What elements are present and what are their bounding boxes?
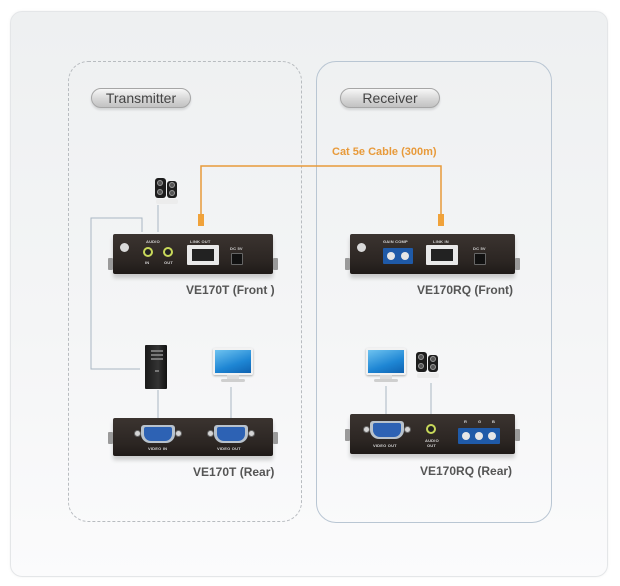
lan-port-label: LINK OUT — [190, 239, 211, 244]
rgb-label-b: B — [492, 419, 496, 424]
cable-label: Cat 5e Cable (300m) — [332, 146, 437, 158]
power-label: DC 5V — [230, 246, 243, 251]
power-label-rx: DC 5V — [473, 246, 486, 251]
rj45-port-rx — [426, 245, 458, 265]
speakers-icon — [155, 178, 185, 206]
mount-ear-right — [273, 258, 278, 270]
monitor-icon — [213, 348, 253, 384]
lan-port-label-rx: LINK IN — [433, 239, 449, 244]
transmitter-panel — [68, 61, 302, 522]
vga-video-in-port — [134, 425, 182, 443]
ve170t-rear-device: VIDEO IN VIDEO OUT — [108, 418, 278, 456]
audio-group-label: AUDIO — [146, 239, 160, 244]
pc-to-audio-line — [90, 217, 143, 370]
audio-out-label-line2: OUT — [427, 443, 437, 448]
speakers-icon — [416, 352, 446, 380]
ve170rq-rear-device: VIDEO OUT AUDIO OUT R G B — [345, 414, 520, 454]
ve170t-front-caption: VE170T (Front ) — [186, 283, 275, 297]
vga-video-out-port-rx — [363, 421, 411, 439]
rgb-terminal-block — [458, 428, 500, 444]
audio-in-jack — [143, 247, 153, 257]
receiver-label: Receiver — [340, 88, 440, 108]
cat5e-cable-line — [200, 165, 442, 218]
ve170rq-front-caption: VE170RQ (Front) — [417, 283, 514, 297]
transmitter-label: Transmitter — [91, 88, 191, 108]
rj45-plug-right — [438, 214, 444, 226]
video-in-label: VIDEO IN — [148, 446, 168, 451]
video-out-label-rx: VIDEO OUT — [373, 443, 397, 448]
power-jack-rx — [474, 253, 486, 265]
ground-screw-icon — [357, 243, 366, 252]
audio-out-label: OUT — [164, 260, 174, 265]
audio-out-jack-rx — [426, 424, 436, 434]
monitor-icon — [366, 348, 406, 384]
rgb-label-g: G — [478, 419, 482, 424]
video-out-label: VIDEO OUT — [217, 446, 241, 451]
ve170t-rear-caption: VE170T (Rear) — [193, 465, 275, 479]
power-jack — [231, 253, 243, 265]
ground-screw-icon — [120, 243, 129, 252]
gain-comp-label: GAIN COMP — [383, 239, 408, 244]
ve170rq-front-device: GAIN COMP LINK IN DC 5V — [345, 234, 520, 274]
ve170rq-rear-caption: VE170RQ (Rear) — [420, 464, 513, 478]
mount-ear-left — [108, 258, 113, 270]
gain-comp-terminal — [383, 248, 413, 264]
computer-tower-icon — [145, 345, 167, 389]
rgb-label-r: R — [464, 419, 468, 424]
vga-video-out-port — [207, 425, 255, 443]
audio-out-jack — [163, 247, 173, 257]
receiver-panel — [316, 61, 552, 523]
rj45-port — [187, 245, 219, 265]
audio-in-label: IN — [145, 260, 150, 265]
ve170t-front-device: AUDIO IN OUT LINK OUT DC 5V — [108, 234, 278, 274]
audio-out-label-line1: AUDIO — [425, 438, 439, 443]
rj45-plug-left — [198, 214, 204, 226]
